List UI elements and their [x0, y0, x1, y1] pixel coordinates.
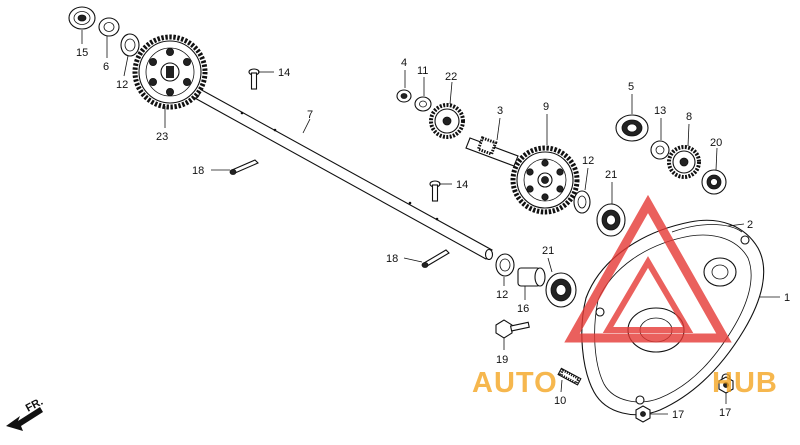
- label-18b: 18: [386, 253, 398, 265]
- watermark-triangle-icon: [564, 194, 732, 343]
- gear-9: [510, 145, 580, 215]
- label-19: 19: [496, 354, 508, 366]
- pin-18-b: [421, 249, 450, 268]
- washer-12-c: [495, 253, 515, 277]
- collar-16: [517, 267, 546, 287]
- label-7: 7: [307, 109, 313, 121]
- leader-lines: [81, 30, 780, 415]
- label-4: 4: [401, 57, 407, 69]
- label-17a: 17: [672, 409, 684, 421]
- watermark-text-right: HUB: [712, 367, 778, 399]
- bearing-20: [701, 169, 727, 195]
- gear-22: [429, 103, 465, 139]
- gasket-2: [671, 224, 743, 233]
- label-1: 1: [784, 292, 790, 304]
- front-arrow-icon: FR.: [6, 396, 45, 431]
- countershaft-3: [465, 136, 519, 167]
- bearing-21-a: [596, 203, 626, 237]
- label-14a: 14: [278, 67, 290, 79]
- label-18a: 18: [192, 165, 204, 177]
- washer-6: [98, 17, 120, 37]
- washer-12-a: [120, 33, 140, 57]
- label-6: 6: [103, 61, 109, 73]
- gear-23: [132, 34, 208, 110]
- label-12a: 12: [116, 79, 128, 91]
- watermark-logo: AUTO HUB: [472, 194, 778, 399]
- pin-18-a: [229, 159, 259, 175]
- label-13: 13: [654, 105, 666, 117]
- label-21b: 21: [542, 245, 554, 257]
- label-8: 8: [686, 111, 692, 123]
- label-15: 15: [76, 47, 88, 59]
- nut-17-a: [635, 405, 651, 423]
- washer-11: [414, 96, 432, 112]
- label-23: 23: [156, 131, 168, 143]
- bearing-5: [615, 114, 649, 142]
- label-17b: 17: [719, 407, 731, 419]
- label-2: 2: [747, 219, 753, 231]
- part-labels: 15 6 12 23 14 7 4 11 22 3 9 5 13 8 20 12…: [76, 47, 790, 421]
- collar-4: [396, 89, 412, 103]
- label-14b: 14: [456, 179, 468, 191]
- bolt-14-b: [429, 180, 441, 202]
- label-16: 16: [517, 303, 529, 315]
- oil-seal-15: [68, 6, 96, 30]
- label-12c: 12: [496, 289, 508, 301]
- label-3: 3: [497, 105, 503, 117]
- label-11: 11: [417, 65, 428, 77]
- washer-12-b: [573, 190, 591, 214]
- bearing-21-b: [545, 272, 577, 308]
- label-12b: 12: [582, 155, 594, 167]
- bolt-19: [495, 319, 530, 339]
- label-9: 9: [543, 101, 549, 113]
- bolt-14-a: [248, 68, 260, 90]
- label-22: 22: [445, 71, 457, 83]
- gear-case-cover-1: [581, 219, 765, 416]
- stud-10: [557, 367, 582, 386]
- label-5: 5: [628, 81, 634, 93]
- watermark-text-left: AUTO: [472, 367, 558, 399]
- label-20: 20: [710, 137, 722, 149]
- label-10: 10: [554, 395, 566, 407]
- washer-13: [650, 140, 670, 160]
- label-21a: 21: [605, 169, 617, 181]
- nut-17-b: [718, 376, 734, 394]
- gear-8: [667, 145, 701, 179]
